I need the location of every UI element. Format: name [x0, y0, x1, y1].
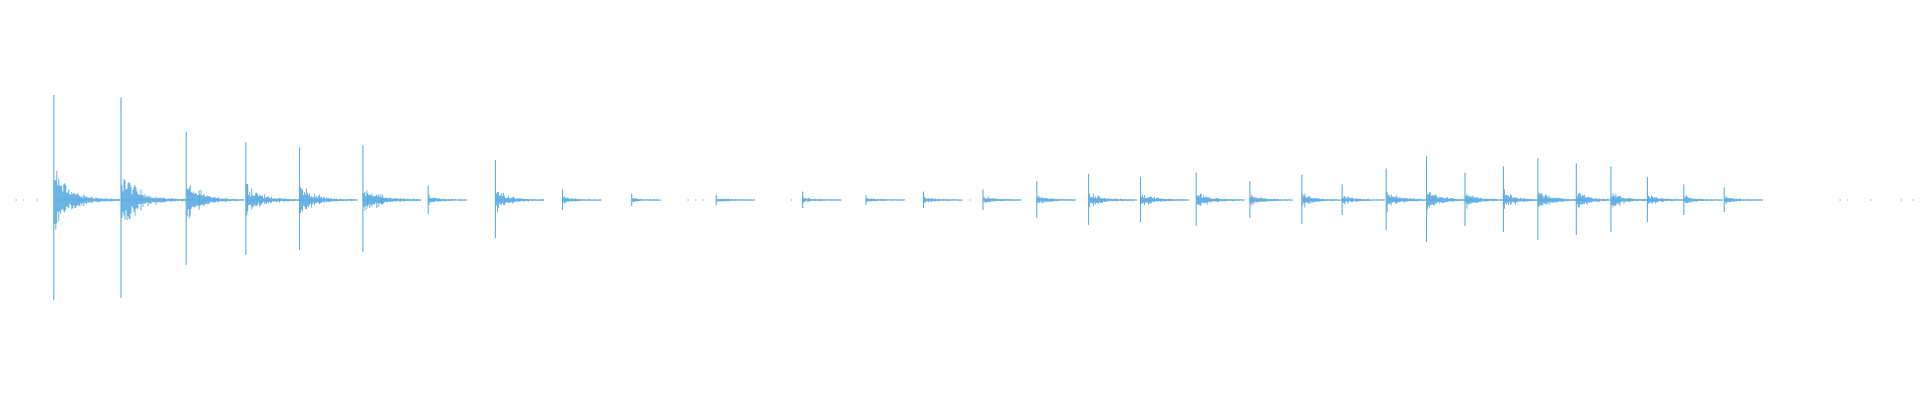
silence-dot — [791, 199, 793, 201]
silence-dot — [1870, 199, 1872, 201]
waveform-strike — [1464, 172, 1508, 226]
waveform-strike — [427, 185, 468, 214]
waveform-strike — [802, 191, 842, 208]
waveform-strike — [120, 97, 189, 298]
silence-dot — [695, 199, 697, 201]
silence-dot — [702, 199, 704, 201]
waveform-strike — [1683, 184, 1723, 215]
waveform-strike — [53, 95, 122, 300]
waveform-strike — [1537, 158, 1581, 240]
waveform-strike — [1301, 174, 1345, 224]
waveform-strike — [298, 147, 358, 250]
waveform-strike — [1646, 176, 1687, 222]
silence-dot — [23, 199, 25, 201]
silence-dot — [969, 199, 971, 201]
waveform-strike — [715, 194, 756, 205]
waveform-strike — [362, 145, 421, 252]
waveform-strike — [1723, 187, 1764, 212]
silence-dot — [687, 199, 689, 201]
silence-dot — [1839, 199, 1841, 201]
silence-dot — [1847, 199, 1849, 201]
silence-dot — [1900, 199, 1902, 201]
waveform-strike — [922, 191, 963, 208]
waveform-strikes — [53, 95, 1764, 300]
waveform-strike — [1139, 176, 1189, 222]
waveform-strike — [1195, 172, 1245, 226]
waveform-strike — [185, 131, 245, 265]
waveform-strike — [865, 194, 905, 205]
waveform-strike — [1610, 166, 1654, 232]
waveform-strike — [1341, 184, 1385, 215]
waveform-strike — [245, 142, 304, 255]
silence-dot — [15, 199, 17, 201]
waveform-strike — [1036, 181, 1076, 218]
waveform-strike — [982, 189, 1022, 210]
waveform-strike — [562, 189, 602, 210]
waveform-strike — [1249, 181, 1293, 218]
waveform-strike — [494, 160, 544, 238]
silence-dot — [36, 199, 38, 201]
silence-dot — [1912, 199, 1914, 201]
waveform-strike — [1088, 173, 1138, 225]
waveform-strike — [631, 193, 661, 206]
